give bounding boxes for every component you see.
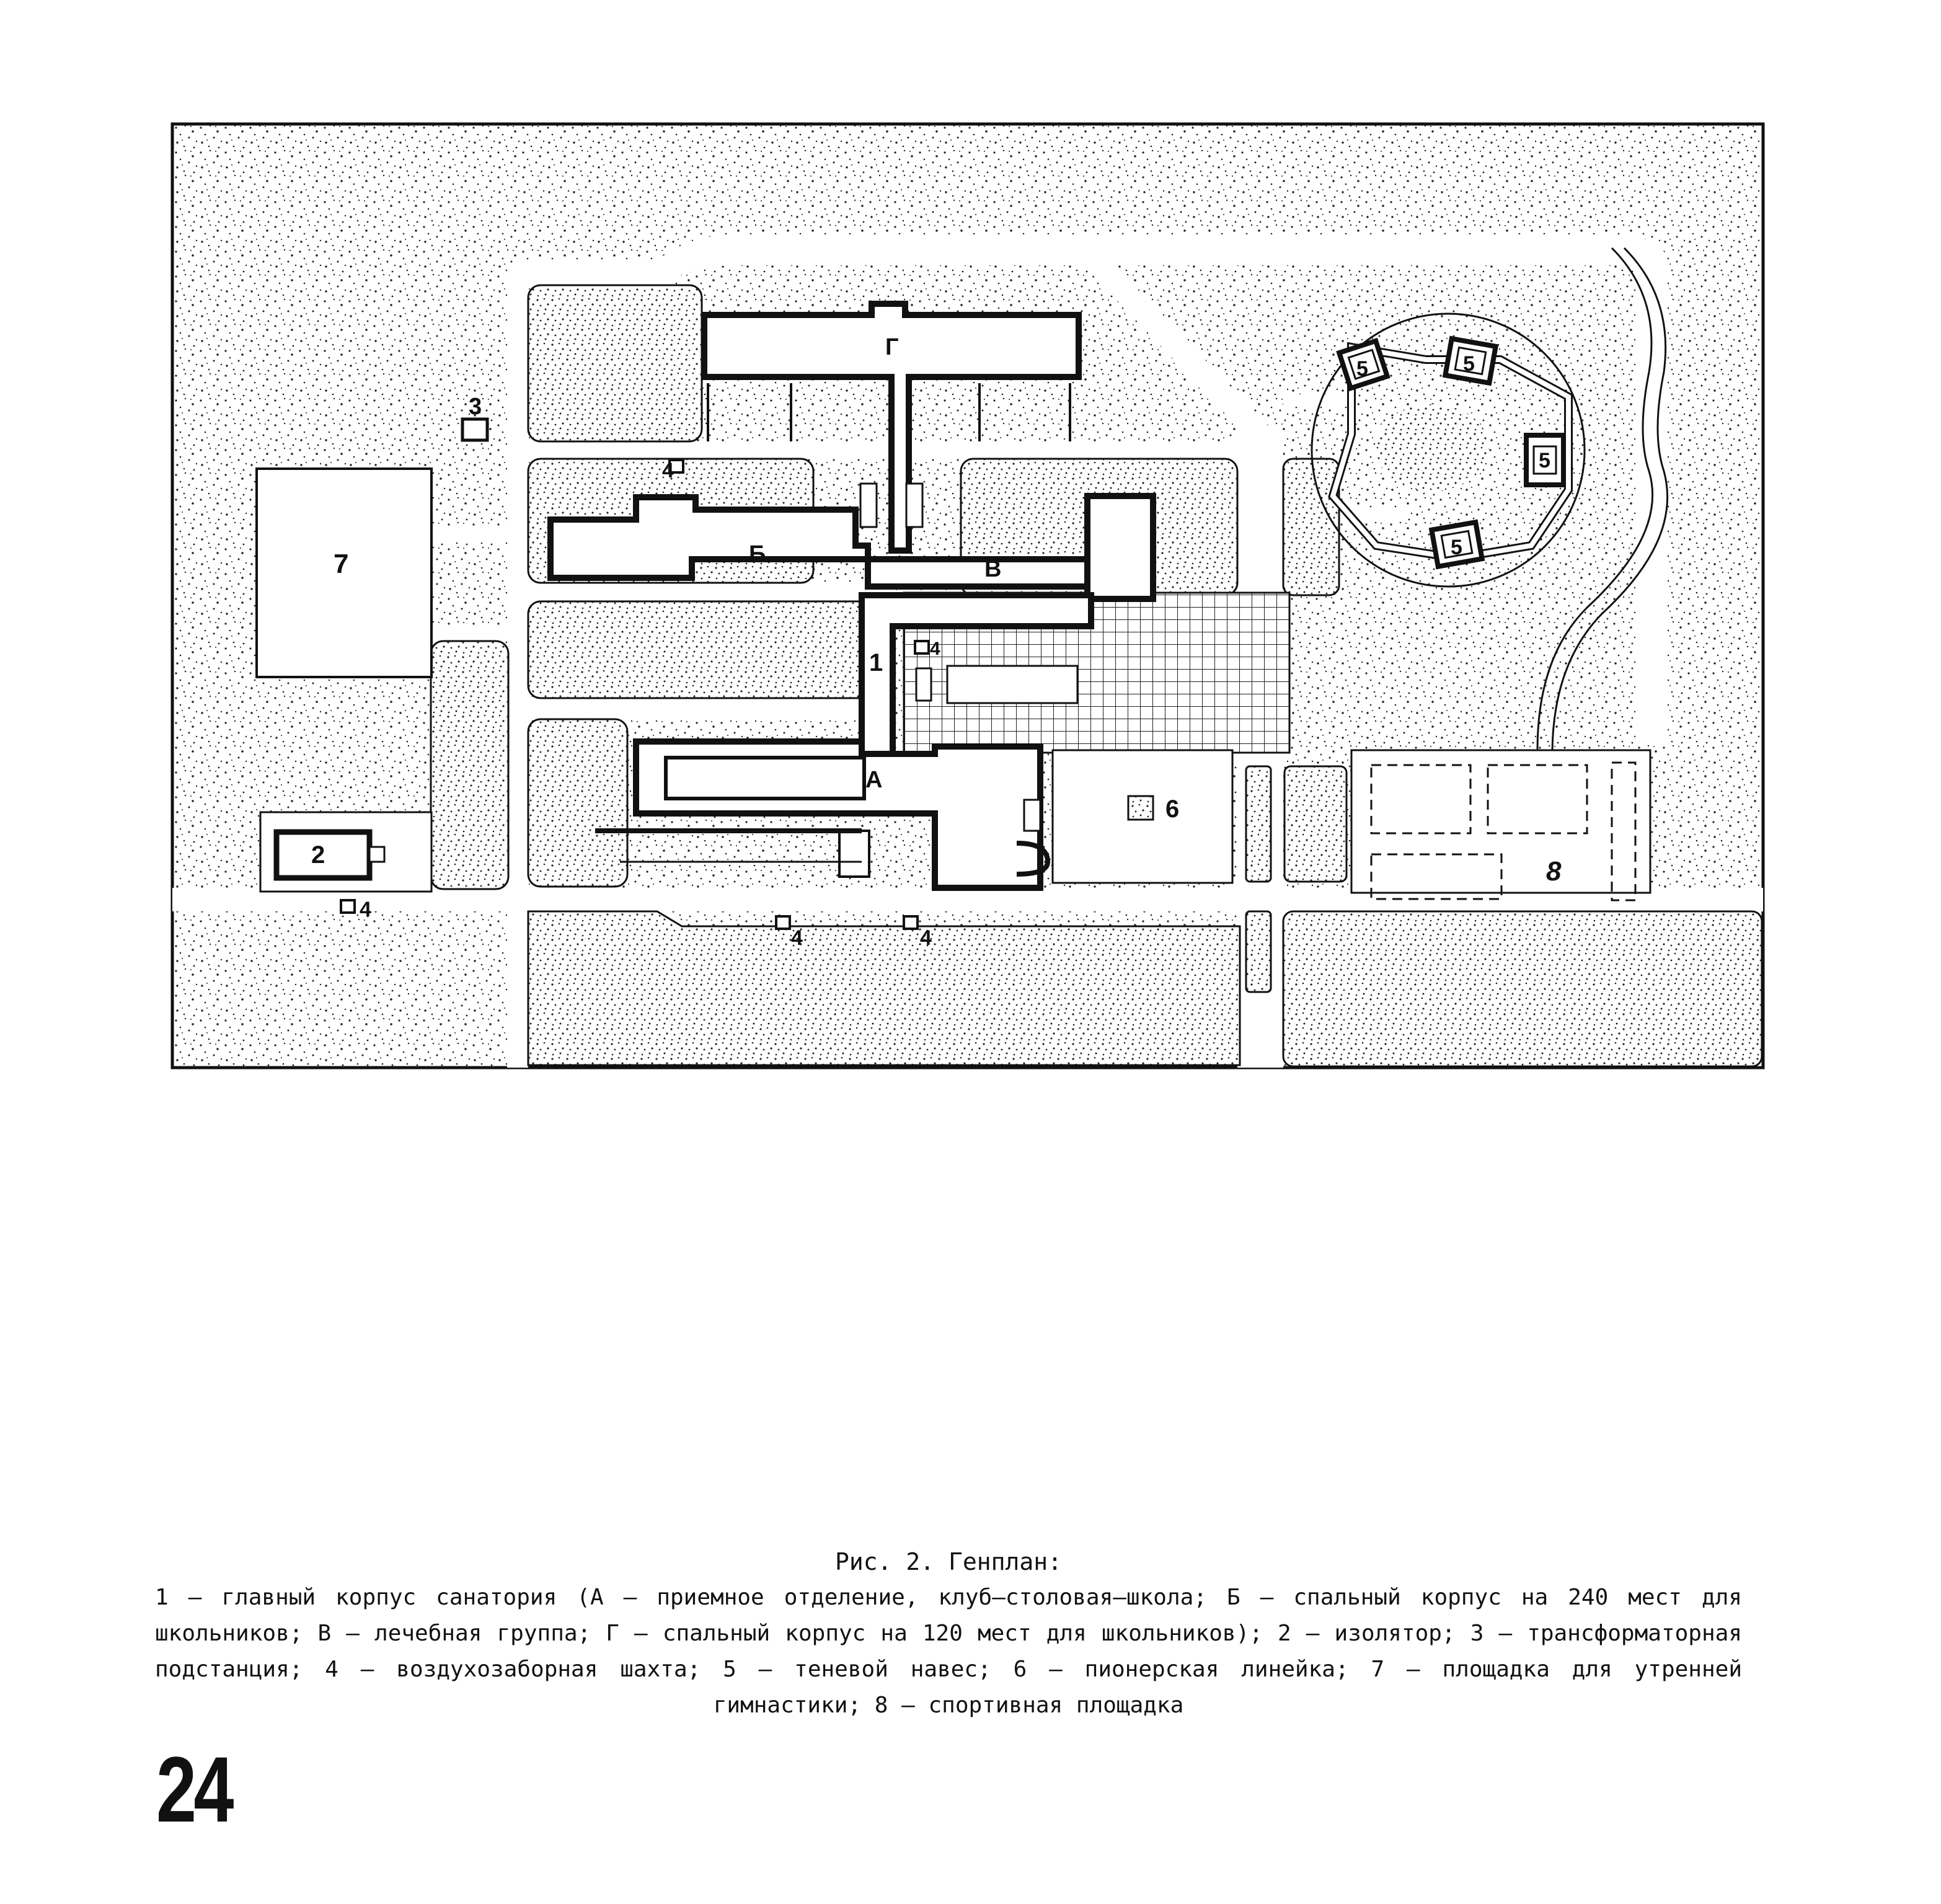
label-shaft: 4 [791, 926, 803, 950]
shafts [340, 459, 930, 930]
label-canopy: 5 [1451, 536, 1462, 559]
label-gym-ground: 7 [334, 549, 348, 579]
label-canopy: 5 [1539, 449, 1550, 472]
site-plan: Г Б В А 1 2 3 7 6 8 4 4 4 4 4 5 5 5 5 [170, 122, 1765, 1069]
sports-ground [1350, 749, 1651, 894]
label-building-g: Г [885, 334, 899, 360]
label-main-building: 1 [869, 649, 883, 676]
label-canopy: 5 [1356, 357, 1368, 381]
canopy-ring [1311, 312, 1586, 588]
label-shaft: 4 [920, 926, 932, 950]
label-pioneer-line: 6 [1165, 795, 1179, 823]
caption-legend: 1 – главный корпус санатория (А – приемн… [155, 1585, 1742, 1718]
gym-ground [255, 467, 433, 678]
substation [461, 417, 489, 442]
label-building-v: В [984, 556, 1001, 582]
label-substation: 3 [469, 394, 482, 420]
label-shaft: 4 [662, 459, 674, 482]
label-building-a: А [865, 767, 882, 793]
label-isolator: 2 [311, 841, 325, 869]
label-shaft: 4 [360, 898, 371, 921]
label-shaft: 4 [930, 639, 940, 659]
building-g [701, 301, 1082, 554]
label-building-b: Б [749, 541, 766, 567]
page-number: 24 [156, 1737, 234, 1841]
label-canopy: 5 [1463, 352, 1475, 376]
caption-title: Рис. 2. Генплан: [834, 1548, 1063, 1575]
label-sports-ground: 8 [1546, 856, 1562, 887]
figure-caption: Рис. 2. Генплан: 1 – главный корпус сана… [155, 1544, 1742, 1724]
building-v [1084, 493, 1156, 602]
building-b [547, 494, 1094, 590]
